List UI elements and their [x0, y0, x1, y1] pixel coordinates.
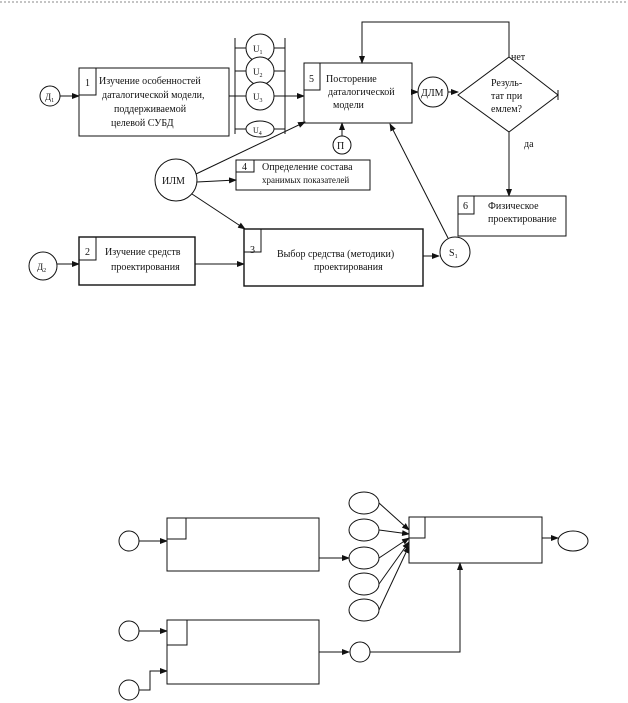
svg-text:емлем?: емлем?	[491, 104, 523, 115]
s1-node: S1	[439, 236, 471, 268]
svg-text:проектирования: проектирования	[111, 262, 180, 273]
box-5-build-datalogical-model: 5 Посторение даталогической модели	[303, 62, 413, 124]
template-circles	[348, 491, 380, 622]
box-2-study-tools: 2 Изучение средств проектирования	[78, 236, 196, 286]
box-3-choose-tool: 3 Выбор средства (методики) проектирован…	[243, 228, 424, 287]
svg-text:U3: U3	[253, 92, 263, 104]
u1-node: U1	[245, 33, 275, 63]
svg-text:проектирование: проектирование	[488, 214, 557, 225]
dlm-node: ДЛМ	[417, 76, 449, 108]
p-node: П	[332, 135, 352, 155]
box-2-number: 2	[85, 247, 90, 258]
template-box-bottom-left	[166, 619, 320, 685]
svg-text:тат при: тат при	[491, 91, 523, 102]
box-1-number: 1	[85, 78, 90, 89]
arrow-s1-to-box5	[389, 123, 449, 239]
svg-text:U2: U2	[253, 67, 263, 79]
svg-text:П: П	[337, 141, 344, 152]
svg-text:Выбор средства (методики): Выбор средства (методики)	[277, 249, 394, 260]
template-converging-arrows	[378, 502, 410, 611]
label-no: нет	[511, 52, 526, 63]
box-4-stored-indicators: 4 Определение состава хранимых показател…	[235, 159, 371, 191]
svg-text:модели: модели	[333, 100, 365, 111]
u3-node: U3	[245, 81, 275, 111]
template-input-bottom	[118, 679, 140, 701]
svg-text:поддерживаемой: поддерживаемой	[114, 104, 187, 115]
svg-text:целевой СУБД: целевой СУБД	[111, 118, 174, 129]
svg-text:ИЛМ: ИЛМ	[162, 176, 185, 187]
svg-text:Посторение: Посторение	[326, 74, 377, 85]
ilm-node: ИЛМ	[154, 158, 198, 202]
template-small-circle	[349, 641, 371, 663]
svg-text:U1: U1	[253, 44, 263, 56]
d1-node: Д1	[39, 85, 61, 107]
svg-text:S1: S1	[449, 248, 458, 260]
template-input-mid	[118, 620, 140, 642]
box-6-number: 6	[463, 201, 468, 212]
box-3-number: 3	[250, 245, 255, 256]
svg-text:Определение состава: Определение состава	[262, 162, 353, 173]
arrow-no-loop-to-box5	[359, 21, 510, 64]
svg-text:проектирования: проектирования	[314, 262, 383, 273]
arrow-ilm-to-box5	[195, 121, 306, 175]
label-yes: да	[524, 139, 534, 150]
template-arrow-up-to-box	[370, 562, 463, 653]
template-input-top	[118, 530, 140, 552]
svg-text:даталогической модели,: даталогической модели,	[102, 90, 205, 101]
svg-text:Изучение особенностей: Изучение особенностей	[99, 76, 201, 87]
arrow-ilm-to-box4	[196, 177, 237, 184]
svg-text:Д1: Д1	[45, 92, 54, 104]
u4-node: U4	[245, 120, 275, 138]
box-1-study-dbms: 1 Изучение особенностей даталогической м…	[78, 67, 230, 137]
svg-text:Физическое: Физическое	[488, 201, 539, 212]
svg-text:Д2: Д2	[37, 262, 46, 274]
template-box-top-left	[166, 517, 320, 572]
box-5-number: 5	[309, 74, 314, 85]
arrow-ilm-to-box3	[191, 193, 246, 230]
u2-node: U2	[245, 56, 275, 86]
template-output-node	[557, 530, 589, 552]
svg-text:даталогической: даталогической	[328, 87, 395, 98]
template-arrow-3	[139, 668, 168, 691]
svg-text:Резуль-: Резуль-	[491, 78, 522, 89]
u-bracket	[229, 38, 286, 134]
template-box-right	[408, 516, 543, 564]
svg-text:Изучение средств: Изучение средств	[105, 247, 181, 258]
box-4-number: 4	[242, 162, 247, 173]
svg-text:хранимых показателей: хранимых показателей	[262, 175, 349, 185]
d2-node: Д2	[28, 251, 58, 281]
box-6-physical-design: 6 Физическое проектирование	[457, 195, 567, 237]
decision-acceptable: Резуль- тат при емлем?	[457, 56, 559, 133]
svg-text:ДЛМ: ДЛМ	[421, 88, 444, 99]
svg-text:U4: U4	[253, 126, 262, 137]
